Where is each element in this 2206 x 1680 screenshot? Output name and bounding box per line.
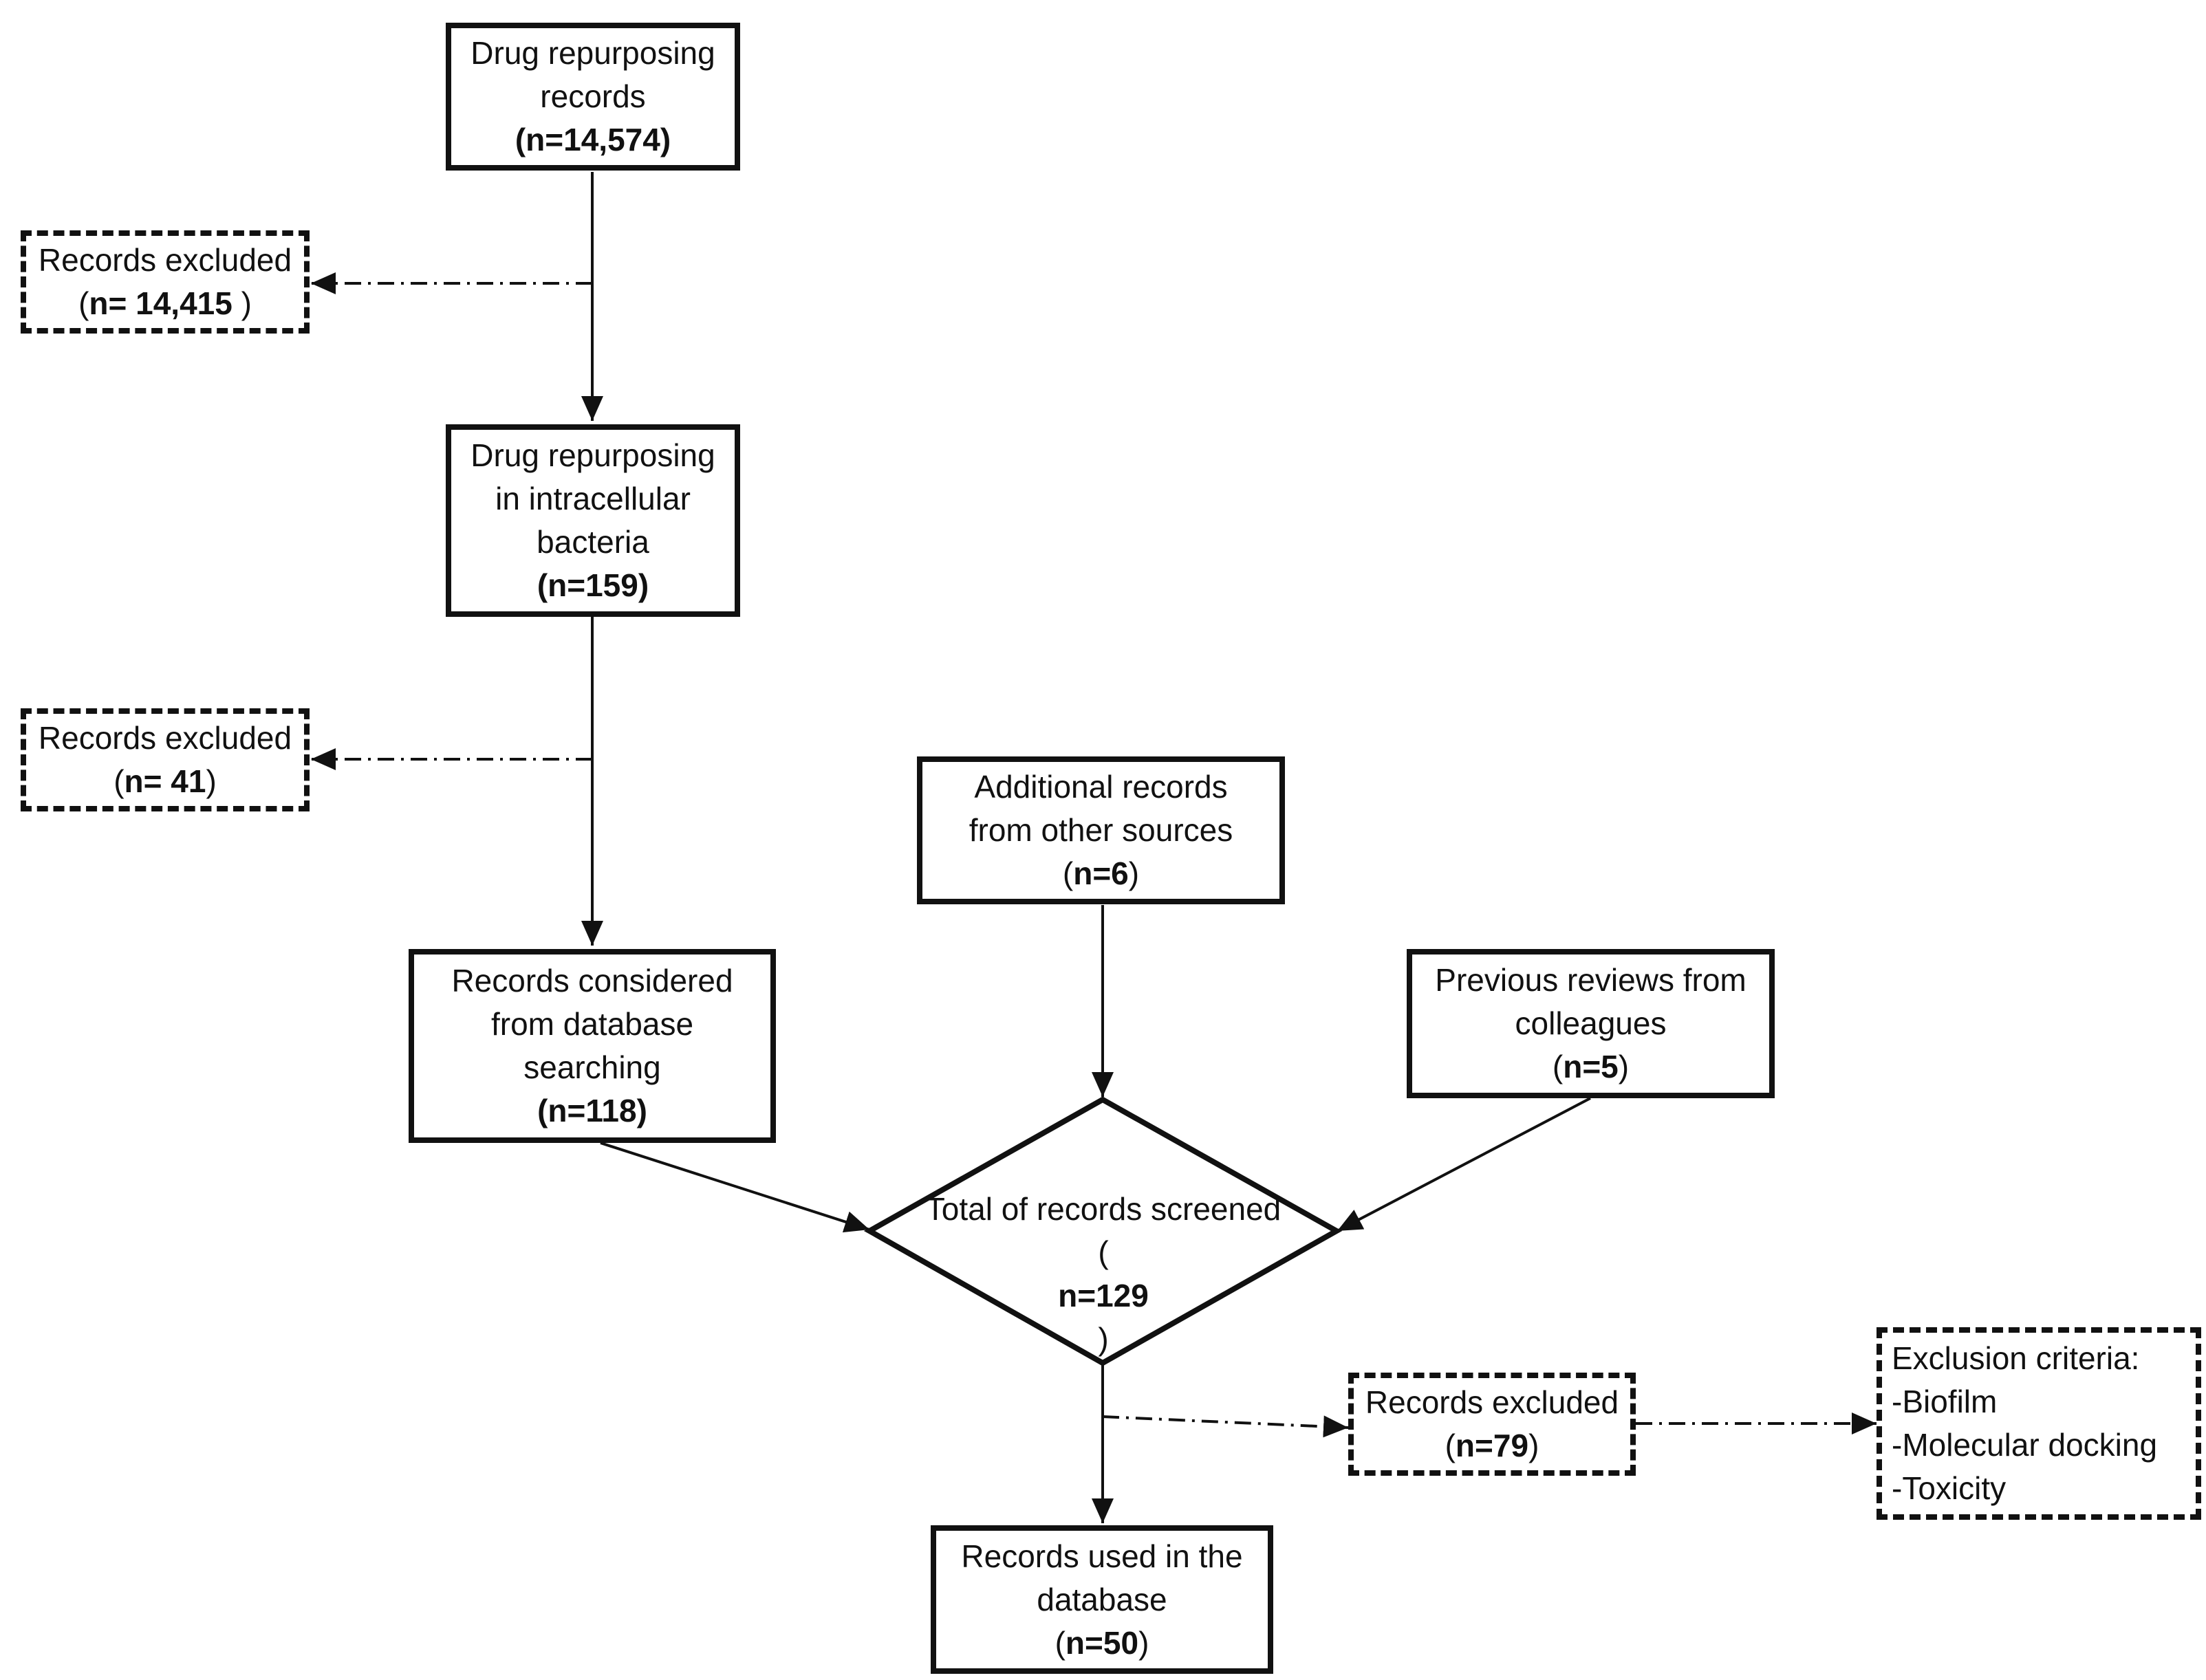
diamond-line: Total of records screened: [925, 1191, 1282, 1227]
exclusion-criteria-box: Exclusion criteria: -Biofilm -Molecular …: [1877, 1327, 2201, 1520]
box-line: records: [540, 78, 646, 114]
box-line: Drug repurposing: [471, 437, 715, 473]
box-line: colleagues: [1515, 1005, 1667, 1041]
records-excluded-box-2: Records excluded (n= 41): [21, 708, 310, 811]
box-line: Previous reviews from: [1435, 962, 1747, 998]
records-excluded-box-1: Records excluded (n= 14,415 ): [21, 230, 310, 334]
box-line: from database: [490, 1006, 694, 1042]
criteria-item: -Molecular docking: [1892, 1427, 2158, 1463]
screened-diamond: [863, 1096, 1343, 1366]
box-count: (n= 41): [113, 763, 217, 799]
box-line: Records considered: [451, 963, 733, 999]
criteria-item: -Biofilm: [1892, 1384, 1998, 1419]
box-count: (n=118): [537, 1093, 647, 1128]
box-line: Records excluded: [1365, 1384, 1619, 1420]
records-used-box: Records used in the database (n=50): [931, 1525, 1273, 1674]
criteria-heading: Exclusion criteria:: [1892, 1340, 2140, 1376]
box-line: bacteria: [537, 524, 649, 560]
box-count: (n=5): [1552, 1049, 1630, 1084]
box-line: Records excluded: [38, 720, 292, 756]
diamond-count: (n=129): [1058, 1234, 1149, 1357]
box-line: Records excluded: [38, 242, 292, 278]
box-line: Records used in the: [961, 1538, 1243, 1574]
box-line: from other sources: [969, 812, 1233, 848]
exclusion-connector-3: [1102, 1415, 1349, 1438]
box-line: database: [1037, 1581, 1167, 1617]
box-line: searching: [523, 1049, 661, 1085]
intracellular-bacteria-box: Drug repurposing in intracellular bacter…: [446, 424, 740, 617]
criteria-item: -Toxicity: [1892, 1470, 2007, 1506]
records-screened-label: Total of records screened (n=129): [869, 1188, 1337, 1361]
box-count: (n=50): [1055, 1624, 1149, 1661]
box-count: (n= 14,415 ): [78, 285, 252, 321]
box-count: (n=159): [537, 567, 649, 603]
box-line: Additional records: [974, 769, 1228, 805]
drug-repurposing-records-box: Drug repurposing records (n=14,574): [446, 23, 740, 171]
arrow-considered-to-screened: [600, 1142, 870, 1233]
box-line: in intracellular: [495, 481, 691, 516]
box-line: Drug repurposing: [471, 35, 715, 71]
records-excluded-box-3: Records excluded (n=79): [1348, 1373, 1636, 1476]
records-considered-box: Records considered from database searchi…: [409, 949, 776, 1143]
additional-records-box: Additional records from other sources (n…: [917, 756, 1285, 904]
arrow-previous-to-screened: [1337, 1097, 1591, 1232]
box-count: (n=79): [1445, 1428, 1539, 1463]
previous-reviews-box: Previous reviews from colleagues (n=5): [1407, 949, 1775, 1098]
box-count: (n=6): [1062, 855, 1140, 891]
box-count: (n=14,574): [515, 122, 671, 157]
